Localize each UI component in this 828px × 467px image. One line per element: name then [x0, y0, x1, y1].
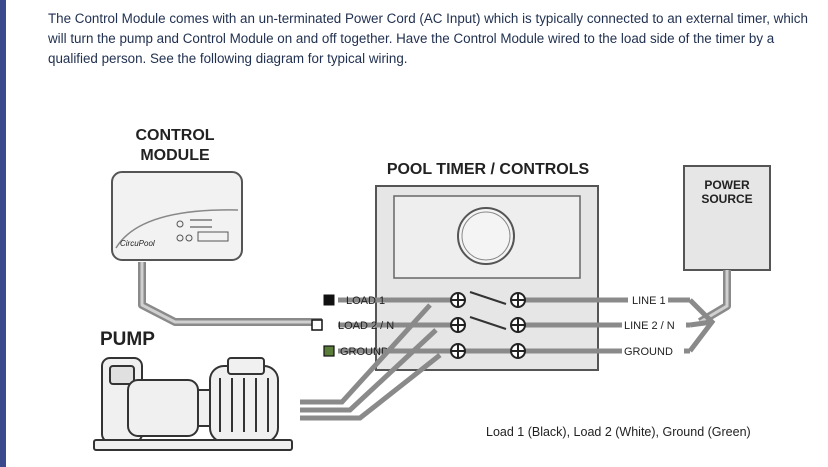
- power-source-box: [683, 165, 771, 271]
- terminal-screws: [450, 292, 526, 359]
- load2-color-square: [311, 319, 323, 331]
- pump-illustration: [93, 357, 293, 451]
- terminal-ground-right-label: GROUND: [624, 346, 673, 358]
- power-source-label-line2: SOURCE: [701, 192, 752, 206]
- pump-cable-b: [300, 328, 438, 413]
- ground-color-square: [323, 345, 335, 357]
- control-module-cable: [138, 262, 322, 326]
- left-terminal-wires: [338, 297, 456, 354]
- terminal-ground-left-label: GROUND: [340, 346, 389, 358]
- left-accent-bar: [0, 0, 6, 467]
- power-source-label-line1: POWER: [704, 178, 750, 192]
- terminal-load1-label: LOAD 1: [346, 295, 385, 307]
- pump-label: PUMP: [100, 329, 155, 350]
- pump-cable-a: [300, 353, 442, 421]
- terminal-line1-label: LINE 1: [632, 295, 666, 307]
- pool-timer-box: [375, 185, 599, 371]
- control-module-device: CircuPool: [111, 171, 243, 261]
- control-module-label-line1: CONTROL: [135, 127, 214, 144]
- load1-color-square: [323, 294, 335, 306]
- terminal-load2-label: LOAD 2 / N: [338, 320, 394, 332]
- timer-switch-contacts: [464, 291, 512, 354]
- terminal-line2-label: LINE 2 / N: [624, 320, 675, 332]
- device-brand-text: CircuPool: [120, 239, 155, 248]
- wiring-caption: Load 1 (Black), Load 2 (White), Ground (…: [486, 425, 751, 439]
- pump-cable-c: [300, 303, 432, 405]
- intro-paragraph: The Control Module comes with an un-term…: [48, 11, 808, 66]
- control-module-label-line2: MODULE: [140, 147, 210, 164]
- pool-timer-label: POOL TIMER / CONTROLS: [387, 161, 590, 178]
